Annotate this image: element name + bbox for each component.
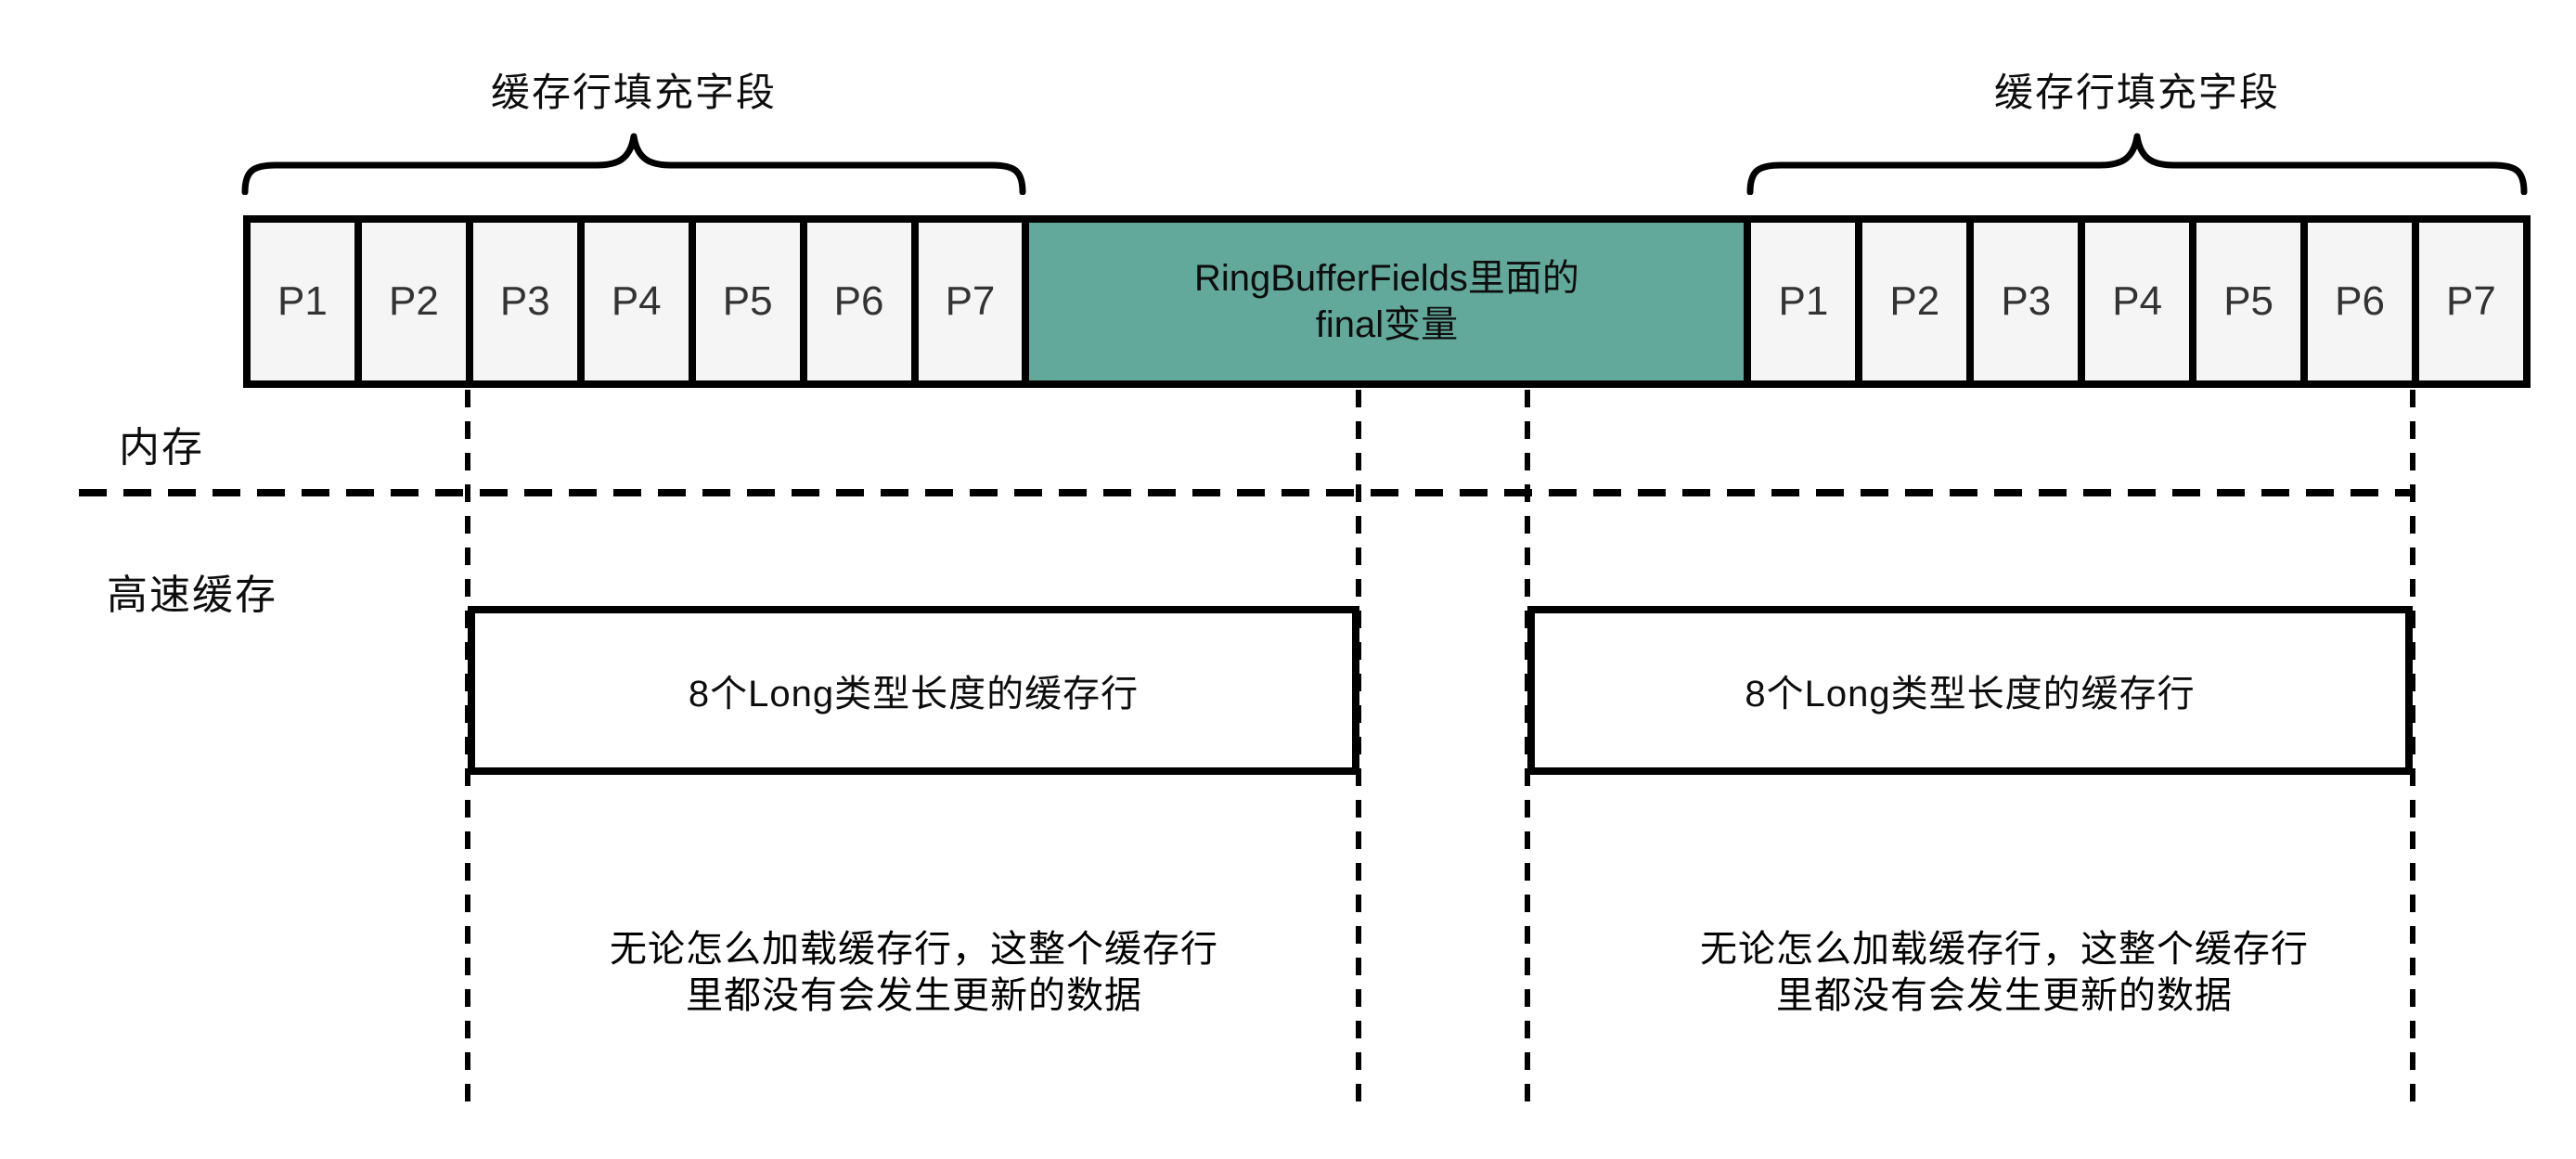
left-curly-brace-icon [241,133,1026,195]
memory-section-label: 内存 [119,425,204,470]
left-padding-caption: 缓存行填充字段 [490,70,777,114]
right-note-line1: 无论怎么加载缓存行，这整个缓存行 [1700,929,2309,970]
right-padding-caption: 缓存行填充字段 [1993,70,2280,114]
padding-cell: P6 [2308,223,2419,380]
padding-cell: P5 [2196,223,2309,380]
cache-section-label: 高速缓存 [107,573,277,618]
right-cache-line-note: 无论怎么加载缓存行，这整个缓存行 里都没有会发生更新的数据 [1559,926,2450,1019]
left-cache-line-note: 无论怎么加载缓存行，这整个缓存行 里都没有会发生更新的数据 [469,926,1359,1019]
padding-cell: P4 [2085,223,2197,380]
padding-cell: P5 [695,223,807,380]
right-curly-brace-icon [1746,133,2528,195]
padding-cell: P2 [361,223,473,380]
ringbuffer-final-line1: RingBufferFields里面的 [1193,258,1579,299]
ringbuffer-final-cell: RingBufferFields里面的 final变量 [1029,223,1752,380]
padding-cell: P3 [1974,223,2086,380]
padding-cell: P7 [2418,223,2523,380]
padding-cell: P7 [918,223,1030,380]
left-cache-line-box: 8个Long类型长度的缓存行 [468,606,1359,775]
padding-cell: P1 [251,223,362,380]
padding-cell: P2 [1862,223,1975,380]
padding-cell: P6 [806,223,919,380]
memory-row: P1 P2 P3 P4 P5 P6 P7 RingBufferFields里面的… [243,215,2531,388]
ringbuffer-final-line2: final变量 [1315,304,1459,345]
padding-cell: P3 [472,223,585,380]
left-note-line1: 无论怎么加载缓存行，这整个缓存行 [610,929,1218,970]
right-note-line2: 里都没有会发生更新的数据 [1776,975,2233,1016]
padding-cell: P4 [584,223,696,380]
left-note-line2: 里都没有会发生更新的数据 [686,975,1142,1016]
right-cache-line-box: 8个Long类型长度的缓存行 [1527,606,2413,775]
padding-cell: P1 [1751,223,1863,380]
